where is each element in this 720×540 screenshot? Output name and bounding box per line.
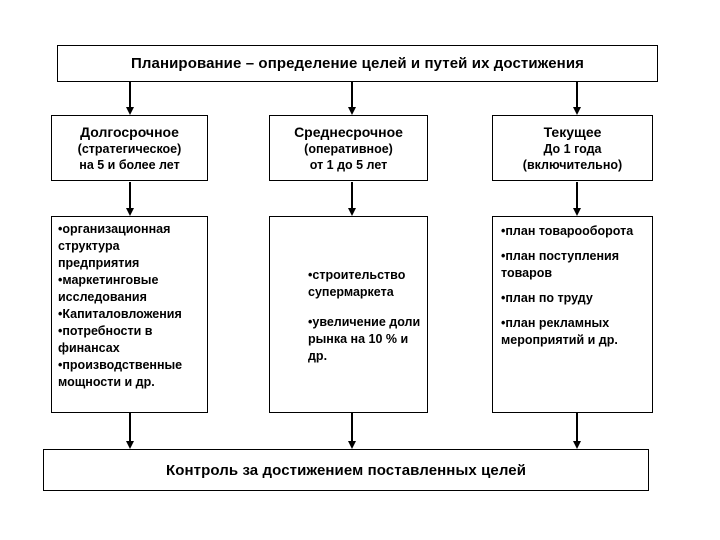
- list-item: •производственные мощности и др.: [58, 358, 183, 389]
- header-title: Среднесрочное: [294, 124, 403, 140]
- header-subtitle: (включительно): [522, 158, 623, 172]
- header-box-mid-term: Среднесрочное (оперативное) от 1 до 5 ле…: [269, 115, 428, 181]
- arrow-shaft: [351, 413, 353, 441]
- detail-box-mid-term: •строительство супермаркета •увеличение …: [269, 216, 428, 413]
- title-box: Планирование – определение целей и путей…: [57, 45, 658, 82]
- header-title: Текущее: [543, 124, 602, 140]
- list-item: •план поступления товаров: [501, 249, 620, 280]
- header-box-long-term: Долгосрочное (стратегическое) на 5 и бол…: [51, 115, 208, 181]
- title-text: Планирование – определение целей и путей…: [131, 55, 584, 72]
- footer-box: Контроль за достижением поставленных цел…: [43, 449, 649, 491]
- list-item: •план по труду: [501, 291, 593, 305]
- connector-arrow-down-icon: [573, 82, 581, 115]
- arrow-head: [126, 208, 134, 216]
- list-item: •маркетинговые исследования: [58, 273, 159, 304]
- arrow-shaft: [129, 82, 131, 107]
- arrow-head: [126, 107, 134, 115]
- detail-box-long-term: •организационная структура предприятия •…: [51, 216, 208, 413]
- connector-arrow-down-icon: [126, 413, 134, 449]
- header-subtitle: До 1 года: [543, 142, 602, 156]
- arrow-head: [573, 107, 581, 115]
- arrow-shaft: [351, 182, 353, 208]
- connector-arrow-down-icon: [573, 182, 581, 216]
- connector-arrow-down-icon: [573, 413, 581, 449]
- list-item: •потребности в финансах: [58, 324, 153, 355]
- list-item: •увеличение доли рынка на 10 % и др.: [308, 315, 421, 363]
- arrow-shaft: [351, 82, 353, 107]
- header-subtitle: (оперативное): [304, 142, 393, 156]
- arrow-shaft: [576, 182, 578, 208]
- list-item: •план товарооборота: [501, 224, 634, 238]
- connector-arrow-down-icon: [126, 182, 134, 216]
- detail-box-current: •план товарооборота •план поступления то…: [492, 216, 653, 413]
- footer-text: Контроль за достижением поставленных цел…: [165, 461, 527, 479]
- header-subtitle: (стратегическое): [77, 142, 182, 156]
- connector-arrow-down-icon: [348, 182, 356, 216]
- arrow-head: [348, 441, 356, 449]
- arrow-shaft: [129, 413, 131, 441]
- list-item: •организационная структура предприятия: [58, 222, 171, 270]
- header-box-current: Текущее До 1 года (включительно): [492, 115, 653, 181]
- list-item: •строительство супермаркета: [308, 268, 406, 299]
- header-subtitle: от 1 до 5 лет: [309, 158, 388, 172]
- header-subtitle: на 5 и более лет: [79, 158, 180, 172]
- arrow-head: [126, 441, 134, 449]
- arrow-head: [573, 208, 581, 216]
- list-item: •план рекламных мероприятий и др.: [501, 316, 618, 347]
- header-title: Долгосрочное: [80, 124, 179, 140]
- connector-arrow-down-icon: [126, 82, 134, 115]
- arrow-head: [348, 208, 356, 216]
- arrow-head: [348, 107, 356, 115]
- connector-arrow-down-icon: [348, 82, 356, 115]
- list-item: •Капиталовложения: [58, 307, 182, 321]
- arrow-shaft: [576, 82, 578, 107]
- arrow-shaft: [129, 182, 131, 208]
- connector-arrow-down-icon: [348, 413, 356, 449]
- arrow-shaft: [576, 413, 578, 441]
- arrow-head: [573, 441, 581, 449]
